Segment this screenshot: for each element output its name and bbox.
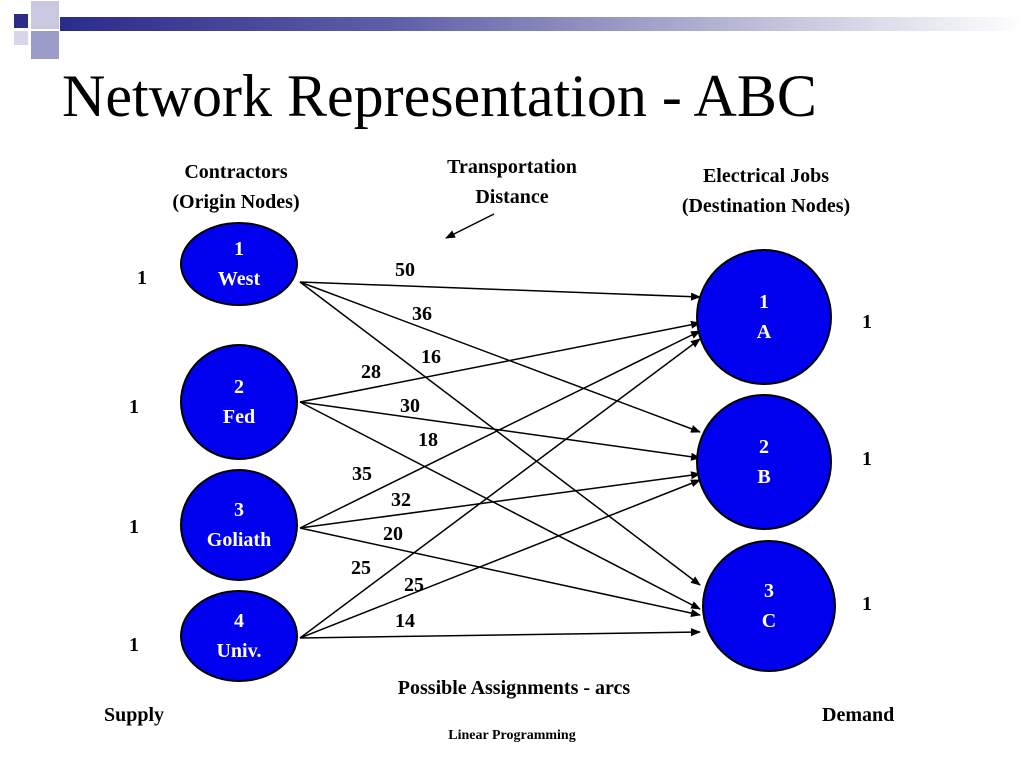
- dest-node-name: C: [761, 610, 777, 632]
- origin-node-2[interactable]: 2 Fed: [180, 344, 298, 460]
- demand-label: Demand: [822, 704, 895, 726]
- distance-label-3-b: 32: [391, 489, 411, 511]
- origin-node-4[interactable]: 4 Univ.: [180, 590, 298, 682]
- corner-square-light: [31, 1, 59, 29]
- slide-title: Network Representation - ABC: [62, 63, 817, 129]
- corner-square-mid: [31, 31, 59, 59]
- corner-square-pale: [14, 31, 28, 45]
- distance-label-4-a: 25: [351, 557, 371, 579]
- origin-header-line1: Contractors: [184, 161, 288, 183]
- demand-value-c: 1: [862, 593, 872, 615]
- dest-node-id: 1: [759, 291, 769, 313]
- transport-header: Transportation Distance: [412, 152, 612, 212]
- demand-value-a: 1: [862, 311, 872, 333]
- origin-node-id: 3: [234, 499, 244, 521]
- dest-node-name: A: [756, 321, 772, 343]
- dest-node-id: 2: [759, 436, 769, 458]
- origin-node-id: 1: [234, 238, 244, 260]
- distance-label-1-c: 16: [421, 346, 441, 368]
- distance-label-2-b: 30: [400, 395, 420, 417]
- dest-header-line1: Electrical Jobs: [702, 165, 830, 187]
- arcs-caption: Possible Assignments - arcs: [397, 677, 631, 699]
- dest-header: Electrical Jobs (Destination Nodes): [636, 161, 896, 221]
- dest-node-id: 3: [764, 580, 774, 602]
- origin-node-name: Goliath: [206, 529, 272, 551]
- distance-label-1-b: 36: [412, 303, 432, 325]
- distance-label-1-a: 50: [395, 259, 415, 281]
- origin-node-id: 4: [234, 610, 244, 632]
- origin-node-name: Fed: [222, 406, 256, 428]
- arc-1-a: [299, 281, 701, 301]
- supply-value-2: 1: [129, 396, 139, 418]
- arc-3-b: [299, 471, 701, 529]
- supply-value-4: 1: [129, 634, 139, 656]
- distance-label-4-b: 25: [404, 574, 424, 596]
- origin-node-id: 2: [234, 376, 244, 398]
- transport-header-line2: Distance: [475, 186, 549, 208]
- distance-label-2-c: 18: [418, 429, 438, 451]
- origin-node-3[interactable]: 3 Goliath: [180, 469, 298, 581]
- supply-label: Supply: [104, 704, 165, 726]
- arc-1-b: [299, 281, 701, 433]
- origin-node-name: Univ.: [216, 640, 262, 662]
- header-gradient-bar: [60, 17, 1024, 31]
- supply-value-1: 1: [137, 267, 147, 289]
- dest-header-line2: (Destination Nodes): [681, 195, 851, 217]
- distance-label-3-a: 35: [352, 463, 372, 485]
- dest-node-c[interactable]: 3 C: [702, 540, 836, 672]
- footer-text: Linear Programming: [448, 728, 576, 743]
- origin-header-line2: (Origin Nodes): [172, 191, 300, 213]
- origin-header: Contractors (Origin Nodes): [136, 157, 336, 217]
- distance-label-4-c: 14: [395, 610, 415, 632]
- transport-header-line1: Transportation: [447, 156, 577, 178]
- dest-node-b[interactable]: 2 B: [696, 394, 832, 530]
- arc-2-c: [299, 401, 701, 610]
- distance-label-2-a: 28: [361, 361, 381, 383]
- distance-label-3-c: 20: [383, 523, 403, 545]
- arc-3-a: [299, 330, 701, 529]
- arc-4-a: [299, 338, 701, 639]
- dest-node-name: B: [757, 466, 771, 488]
- arc-3-c: [299, 527, 701, 617]
- transport-pointer-arrow: [445, 213, 495, 239]
- arc-1-c: [299, 281, 701, 586]
- origin-node-name: West: [217, 268, 261, 290]
- origin-node-1[interactable]: 1 West: [180, 222, 298, 306]
- dest-node-a[interactable]: 1 A: [696, 249, 832, 385]
- arc-2-a: [299, 320, 701, 403]
- supply-value-3: 1: [129, 516, 139, 538]
- arc-4-b: [299, 479, 701, 639]
- arc-4-c: [299, 628, 701, 639]
- demand-value-b: 1: [862, 448, 872, 470]
- corner-square-dark: [14, 14, 28, 28]
